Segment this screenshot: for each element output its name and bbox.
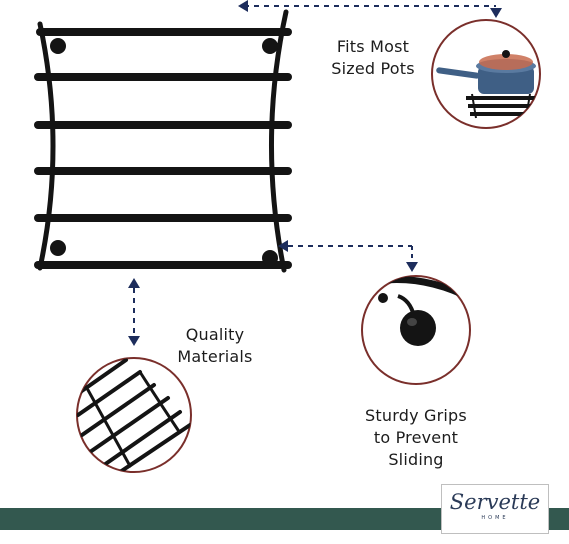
rack-bar-3 bbox=[34, 121, 292, 129]
rack-bar-5 bbox=[34, 214, 292, 222]
rack-bar-6 bbox=[34, 261, 292, 269]
arrow-head-quality-down bbox=[128, 336, 140, 346]
grips-line-2: to Prevent bbox=[373, 428, 459, 447]
sturdy-grips-label: Sturdy Grips to Prevent Sliding bbox=[346, 405, 486, 471]
rack-bar-2 bbox=[34, 73, 292, 81]
trivet-rack bbox=[34, 9, 292, 273]
left-side-rail bbox=[37, 21, 56, 271]
rack-foot-bottom-left bbox=[50, 240, 66, 256]
rack-foot-bottom-right bbox=[262, 250, 278, 266]
rack-foot-top-left bbox=[50, 38, 66, 54]
arrow-head-top-left bbox=[238, 0, 248, 12]
quality-detail-circle bbox=[76, 357, 192, 473]
arrow-head-quality-up bbox=[128, 278, 140, 288]
grips-line-3: Sliding bbox=[388, 450, 444, 469]
rubber-grip-ball bbox=[400, 310, 436, 346]
pot-detail-circle bbox=[431, 19, 541, 129]
fits-pots-line-1: Fits Most bbox=[336, 37, 410, 56]
grips-line-1: Sturdy Grips bbox=[365, 406, 467, 425]
rack-foot-top-right bbox=[262, 38, 278, 54]
arrow-head-grips-down bbox=[406, 262, 418, 272]
arrow-head-top-down bbox=[490, 8, 502, 18]
brand-logo-script: Servette bbox=[449, 490, 541, 514]
pot-handle bbox=[436, 67, 480, 79]
fits-pots-line-2: Sized Pots bbox=[331, 59, 415, 78]
grip-detail-circle bbox=[361, 275, 471, 385]
rack-bar-1 bbox=[36, 28, 292, 36]
arrow-head-grips-left bbox=[278, 240, 288, 252]
quality-materials-label: Quality Materials bbox=[160, 324, 270, 368]
footer-band bbox=[0, 508, 569, 530]
pot-body bbox=[478, 66, 534, 94]
rack-bar-4 bbox=[34, 167, 292, 175]
right-side-rail bbox=[268, 9, 289, 273]
quality-line-2: Materials bbox=[177, 347, 253, 366]
brand-logo-sub: HOME bbox=[481, 515, 509, 521]
quality-line-1: Quality bbox=[185, 325, 245, 344]
pot-lid bbox=[479, 54, 533, 70]
callout-arrows bbox=[128, 0, 502, 346]
brand-logo: Servette HOME bbox=[441, 484, 549, 534]
fits-pots-label: Fits Most Sized Pots bbox=[318, 36, 428, 80]
